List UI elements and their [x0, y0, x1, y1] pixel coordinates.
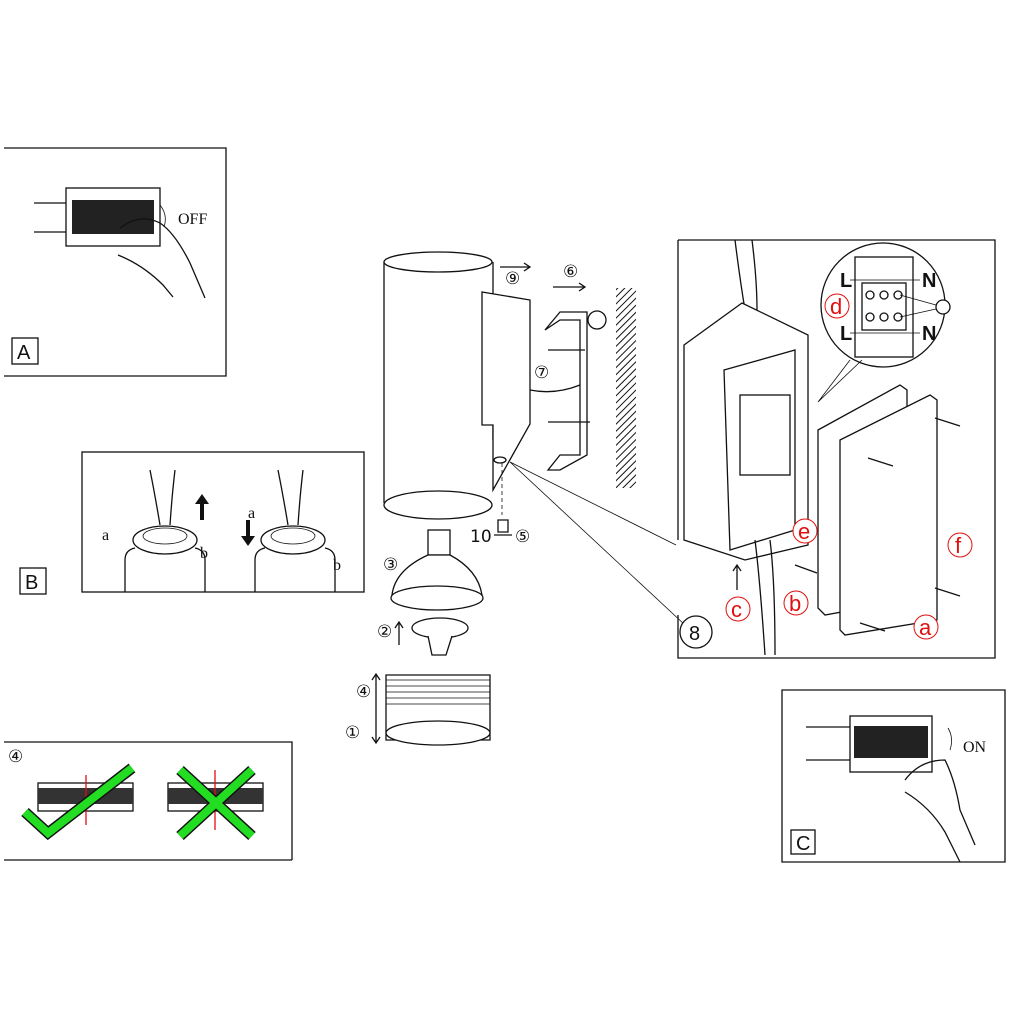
terminal-block	[739, 394, 791, 476]
step-9: ⑨	[505, 269, 520, 289]
panel-b-label: B	[25, 572, 38, 594]
callout-b: b	[789, 591, 801, 616]
panel-c-badge	[790, 829, 816, 855]
breaker-panel	[34, 187, 161, 247]
step-2: ②	[377, 622, 392, 642]
gu10-bulb	[427, 529, 451, 556]
panel-4-step: ④	[8, 747, 23, 767]
label-L-top: L	[840, 270, 852, 292]
panel-a-switch-off: OFF A	[4, 147, 227, 377]
panel-b-badge	[19, 567, 47, 595]
hand-icon	[904, 759, 976, 863]
step-8: 8	[689, 623, 700, 645]
callout-a: a	[919, 615, 932, 640]
step-4: ④	[356, 682, 371, 702]
step-10: 10	[470, 527, 492, 547]
mounting-bracket	[544, 311, 588, 471]
arrow-down-icon	[241, 520, 255, 546]
panel-a-badge	[11, 337, 39, 365]
off-label: OFF	[178, 211, 207, 228]
callout-f: f	[955, 533, 962, 558]
check-mark-icon	[22, 764, 135, 839]
screw-icons	[794, 417, 961, 632]
callout-c: c	[731, 597, 742, 622]
step-6: ⑥	[563, 262, 578, 282]
panel-c-label: C	[796, 833, 810, 855]
callout-e: e	[798, 519, 810, 544]
label-L-bottom: L	[840, 323, 852, 345]
lamp-cylinder	[383, 262, 494, 503]
left-b-label: b	[200, 545, 208, 562]
hand-icon	[117, 218, 206, 299]
arrow-up-icon	[195, 494, 209, 520]
step-8-badge	[679, 615, 713, 649]
step-3: ③	[383, 555, 398, 575]
lamp-left	[124, 469, 209, 592]
panel-a-label: A	[17, 342, 31, 364]
callout-d: d	[830, 294, 842, 319]
junction-box-panel: L N L N d e f c b a	[677, 239, 996, 659]
lamp-right	[241, 469, 336, 592]
right-a-label: a	[248, 505, 255, 522]
box-lid	[839, 394, 938, 636]
label-N-bottom: N	[922, 323, 936, 345]
lamp-exploded-view: ⑨ ⑥ ⑦ 10 ⑤ ③ ② ④ ① 8	[345, 251, 713, 746]
panel-4-ring-check: ④	[4, 741, 293, 861]
left-a-label: a	[102, 527, 109, 544]
panel-b-bulb-replace: a b a b B	[19, 451, 365, 595]
label-N-top: N	[922, 270, 936, 292]
right-b-label: b	[333, 557, 341, 574]
step-5: ⑤	[515, 527, 530, 547]
wall	[616, 288, 636, 488]
cross-mark-icon	[177, 767, 255, 839]
panel-c-switch-on: ON C	[781, 689, 1006, 863]
wall-plate	[481, 291, 531, 493]
ground-symbol-icon	[935, 299, 951, 315]
step-1: ①	[345, 723, 360, 743]
step-7: ⑦	[534, 363, 549, 383]
on-label: ON	[963, 739, 987, 756]
